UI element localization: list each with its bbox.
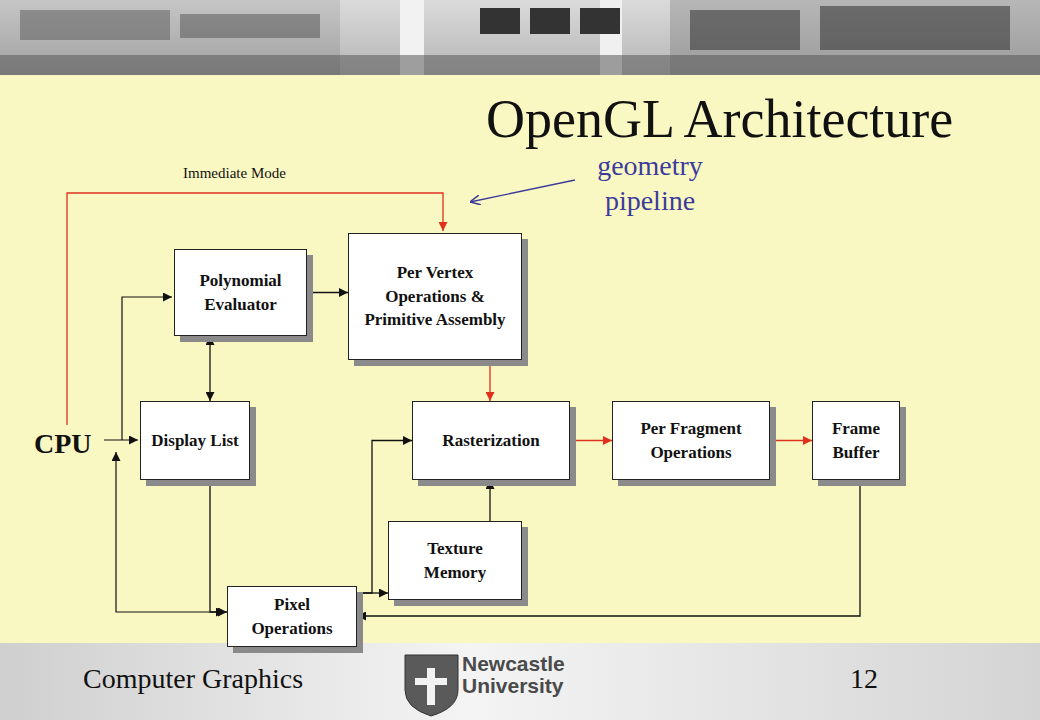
university-logo-text: Newcastle University xyxy=(462,653,602,697)
connector-arrow xyxy=(489,480,490,521)
process-box: Texture Memory xyxy=(388,521,522,600)
footer-band xyxy=(0,643,1040,720)
process-box: Display List xyxy=(140,401,250,480)
box-label: Per Vertex Operations & Primitive Assemb… xyxy=(355,261,515,332)
connector-arrow xyxy=(209,336,210,401)
connector-arrow xyxy=(357,480,860,616)
process-box: Pixel Operations xyxy=(227,586,357,647)
box-label: Frame Buffer xyxy=(819,417,893,465)
process-box: Per Vertex Operations & Primitive Assemb… xyxy=(348,233,522,360)
cpu-wire xyxy=(104,439,138,440)
box-label: Polynomial Evaluator xyxy=(181,269,300,317)
process-box: Rasterization xyxy=(412,401,570,480)
shield-cross xyxy=(415,668,447,705)
path-label: Immediate Mode xyxy=(183,165,286,182)
connector-arrow xyxy=(770,440,812,441)
connector-arrow xyxy=(570,440,612,441)
slide-title: OpenGL Architecture xyxy=(486,88,953,150)
box-label: Display List xyxy=(151,429,238,453)
cpu-label: CPU xyxy=(34,428,92,460)
box-label: Rasterization xyxy=(442,429,539,453)
connector-arrow xyxy=(210,480,227,612)
process-box: Per Fragment Operations xyxy=(612,401,770,480)
process-box: Polynomial Evaluator xyxy=(174,249,307,336)
photo-banner xyxy=(0,0,1040,75)
connector-arrow xyxy=(307,292,348,293)
box-label: Texture Memory xyxy=(395,537,515,585)
box-label: Per Fragment Operations xyxy=(619,417,763,465)
connector-arrow xyxy=(489,360,490,401)
process-box: Frame Buffer xyxy=(812,401,900,480)
university-shield xyxy=(405,655,458,716)
box-label: Pixel Operations xyxy=(234,593,350,641)
connector-arrow xyxy=(357,592,388,593)
course-name: Computer Graphics xyxy=(83,663,303,695)
slide-number: 12 xyxy=(850,663,878,695)
callout-arrow xyxy=(470,180,575,202)
callout-text: geometry pipeline xyxy=(580,148,720,218)
